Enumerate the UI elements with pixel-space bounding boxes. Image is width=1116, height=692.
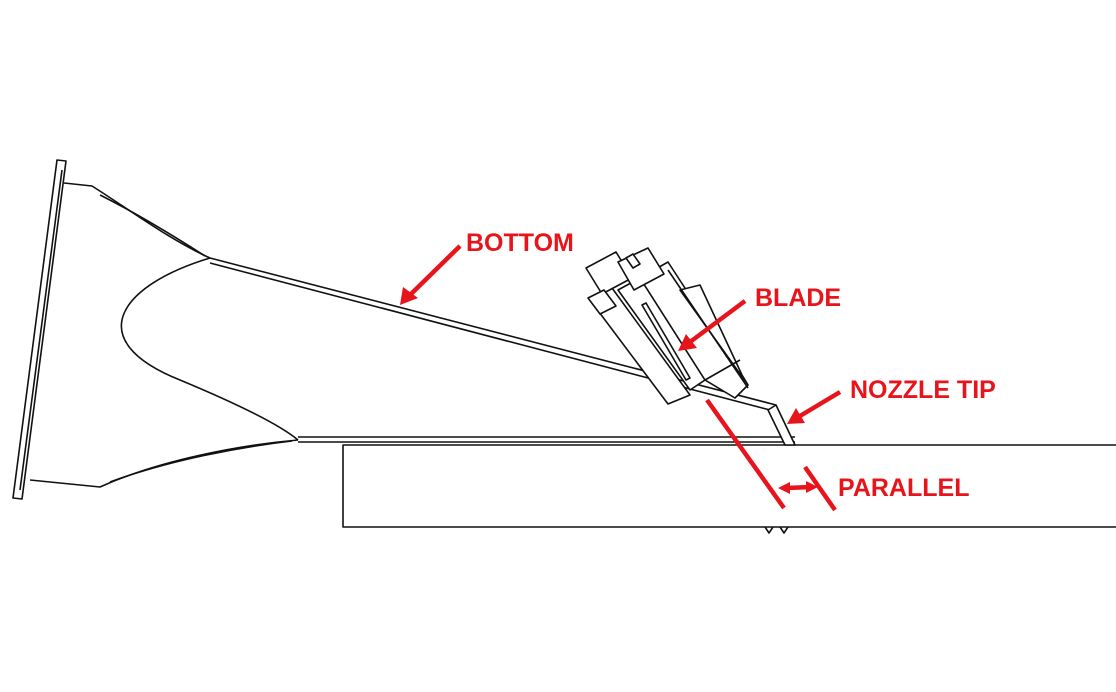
hull (298, 436, 1116, 534)
annotation-blade: BLADE (678, 284, 841, 351)
annotation-parallel: PARALLEL (705, 398, 969, 512)
label-parallel: PARALLEL (838, 474, 969, 502)
flange (12, 159, 67, 500)
intake-body (29, 182, 299, 488)
label-bottom: BOTTOM (466, 229, 574, 257)
blade-assembly (585, 247, 749, 405)
annotation-nozzle-tip: NOZZLE TIP (787, 376, 996, 424)
label-blade: BLADE (755, 284, 841, 312)
annotation-bottom: BOTTOM (400, 229, 574, 305)
label-nozzle-tip: NOZZLE TIP (850, 376, 996, 404)
